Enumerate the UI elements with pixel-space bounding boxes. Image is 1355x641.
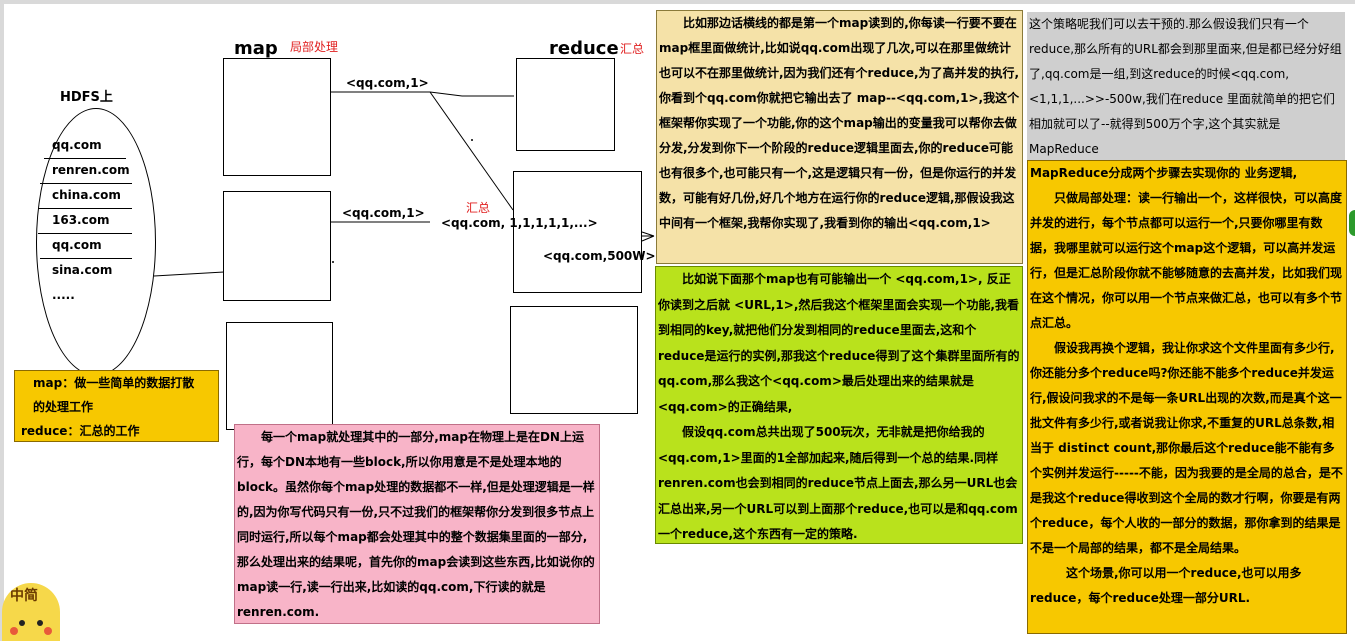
hdfs-item: sina.com — [52, 263, 113, 277]
hdfs-divider — [38, 208, 132, 209]
hdfs-item: qq.com — [52, 138, 102, 152]
hdfs-divider — [38, 233, 132, 234]
note-yellow-p4: 这个场景,你可以用一个reduce,也可以用多reduce，每个reduce处理… — [1030, 566, 1302, 605]
side-expand-tab[interactable] — [1349, 210, 1355, 236]
reduce-box-3 — [510, 306, 638, 414]
mascot-sticker: 中简 — [2, 583, 60, 641]
grouped-kv-label: <qq.com, 1,1,1,1,1,...> — [441, 216, 598, 230]
hdfs-title: HDFS上 — [60, 90, 113, 105]
note-green-p2: 假设qq.com总共出现了500玩次，无非就是把你给我的<qq.com,1>里面… — [658, 425, 1018, 541]
mascot-face-icon — [10, 620, 52, 635]
hdfs-item: qq.com — [52, 238, 102, 252]
note-yellow: MapReduce分成两个步骤去实现你的 业务逻辑, 只做局部处理：读一行输出一… — [1027, 160, 1347, 634]
legend-line-1: map：做一些简单的数据打散 — [33, 376, 195, 390]
note-yellow-p3: 假设我再换个逻辑，我让你求这个文件里面有多少行,你还能分多个reduce吗?你还… — [1030, 341, 1343, 555]
note-cream: 比如那边话横线的都是第一个map读到的,你每读一行要不要在map框里面做统计,比… — [656, 10, 1023, 264]
legend-line-3: reduce：汇总的工作 — [21, 424, 140, 438]
note-green-p1: 比如说下面那个map也有可能输出一个 <qq.com,1>, 反正你读到之后就 … — [658, 272, 1020, 414]
map-note: 局部处理 — [290, 40, 339, 54]
map-title-text: map — [234, 38, 278, 59]
kv-label-top: <qq.com,1> — [346, 76, 429, 90]
note-pink-text: 每一个map就处理其中的一部分,map在物理上是在DN上运行，每个DN本地有一些… — [237, 430, 595, 619]
map-box-3 — [226, 322, 333, 430]
legend-line-2: 的处理工作 — [33, 400, 94, 414]
mascot-text: 中简 — [10, 588, 38, 604]
reduce-title: reduce — [549, 38, 619, 59]
hdfs-item: ..... — [52, 288, 75, 302]
note-gray: 这个策略呢我们可以去干预的.那么假设我们只有一个reduce,那么所有的URL都… — [1027, 12, 1345, 160]
reduce-box-1 — [516, 58, 615, 151]
hdfs-item: china.com — [52, 188, 121, 202]
hdfs-divider — [44, 158, 126, 159]
hdfs-item: renren.com — [52, 163, 130, 177]
legend-box: map：做一些简单的数据打散 的处理工作 reduce：汇总的工作 — [14, 370, 219, 442]
hdfs-divider — [40, 258, 132, 259]
window-left-border — [0, 0, 4, 641]
window-top-border — [0, 0, 1355, 4]
note-cream-text: 比如那边话横线的都是第一个map读到的,你每读一行要不要在map框里面做统计,比… — [659, 16, 1020, 230]
note-pink: 每一个map就处理其中的一部分,map在物理上是在DN上运行，每个DN本地有一些… — [234, 424, 600, 624]
sum-note: 汇总 — [466, 201, 491, 215]
map-box-1 — [223, 58, 331, 176]
note-gray-text: 这个策略呢我们可以去干预的.那么假设我们只有一个reduce,那么所有的URL都… — [1029, 17, 1342, 156]
note-green: 比如说下面那个map也有可能输出一个 <qq.com,1>, 反正你读到之后就 … — [655, 266, 1023, 544]
kv-label-mid: <qq.com,1> — [342, 206, 425, 220]
reduce-box-2 — [513, 171, 642, 293]
output-kv-label: <qq.com,500W> — [543, 249, 656, 263]
hdfs-divider — [40, 183, 132, 184]
reduce-note: 汇总 — [620, 42, 645, 56]
hdfs-item: 163.com — [52, 213, 110, 227]
map-title: map — [234, 38, 278, 59]
map-box-2 — [223, 191, 331, 301]
note-yellow-p2: 只做局部处理：读一行输出一个，这样很快，可以高度并发的进行，每个节点都可以运行一… — [1030, 191, 1343, 330]
note-yellow-p1: MapReduce分成两个步骤去实现你的 业务逻辑, — [1030, 166, 1298, 180]
